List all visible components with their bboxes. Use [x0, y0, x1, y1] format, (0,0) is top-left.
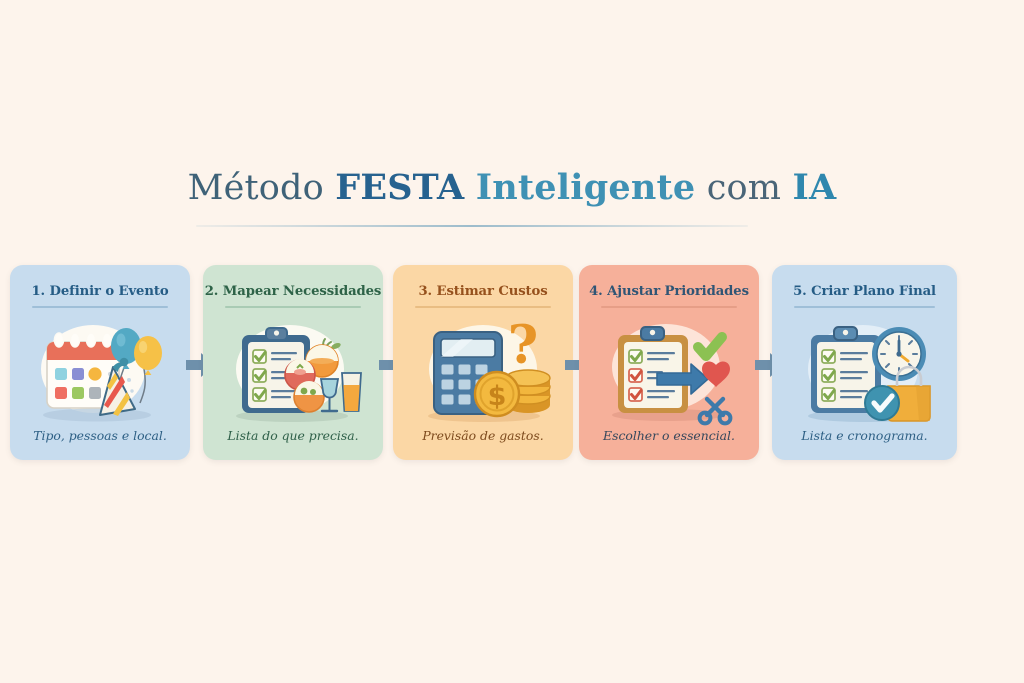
page-title: Método FESTA Inteligente com IA: [0, 167, 1024, 208]
step-card-2-divider: [225, 306, 361, 308]
title-word-metodo: Método: [187, 168, 324, 208]
step-card-3-title: 3. Estimar Custos: [418, 284, 548, 299]
step-card-4-divider: [601, 306, 737, 308]
title-word-com: com: [706, 168, 782, 208]
svg-text:?: ?: [508, 317, 538, 376]
step-card-5-title: 5. Criar Plano Final: [793, 284, 936, 299]
title-line: Método FESTA Inteligente com IA: [0, 167, 1024, 208]
step-card-3-caption: Previsão de gastos.: [422, 428, 544, 443]
step-card-2-caption: Lista do que precisa.: [227, 428, 359, 443]
step-card-1-caption: Tipo, pessoas e local.: [33, 428, 167, 443]
step-card-4-caption: Escolher o essencial.: [603, 428, 735, 443]
step-card-5-caption: Lista e cronograma.: [801, 428, 928, 443]
calendar-balloons-partyhat-icon: [10, 313, 190, 433]
svg-text:$: $: [488, 381, 507, 412]
step-card-1-title: 1. Definir o Evento: [31, 284, 169, 299]
title-word-festa: FESTA: [335, 167, 465, 208]
title-underline-divider: [196, 225, 748, 227]
title-word-ia: IA: [792, 167, 837, 208]
clipboard-clock-bag-check-icon: [772, 313, 957, 433]
step-card-3[interactable]: 3. Estimar Custos: [393, 265, 573, 460]
step-card-4[interactable]: 4. Ajustar Prioridades: [579, 265, 759, 460]
calculator-coins-question-icon: ? $: [393, 313, 573, 433]
step-card-4-title: 4. Ajustar Prioridades: [589, 284, 749, 299]
title-word-inteligente: Inteligente: [475, 167, 696, 208]
clipboard-arrow-heart-scissors-icon: [579, 313, 759, 433]
clipboard-food-drinks-icon: [203, 313, 383, 433]
step-card-1[interactable]: 1. Definir o Evento: [10, 265, 190, 460]
step-card-5-divider: [794, 306, 935, 308]
step-card-2-title: 2. Mapear Necessidades: [204, 284, 382, 299]
step-card-1-divider: [32, 306, 168, 308]
step-card-2[interactable]: 2. Mapear Necessidades: [203, 265, 383, 460]
step-card-5[interactable]: 5. Criar Plano Final: [772, 265, 957, 460]
step-card-3-divider: [415, 306, 551, 308]
